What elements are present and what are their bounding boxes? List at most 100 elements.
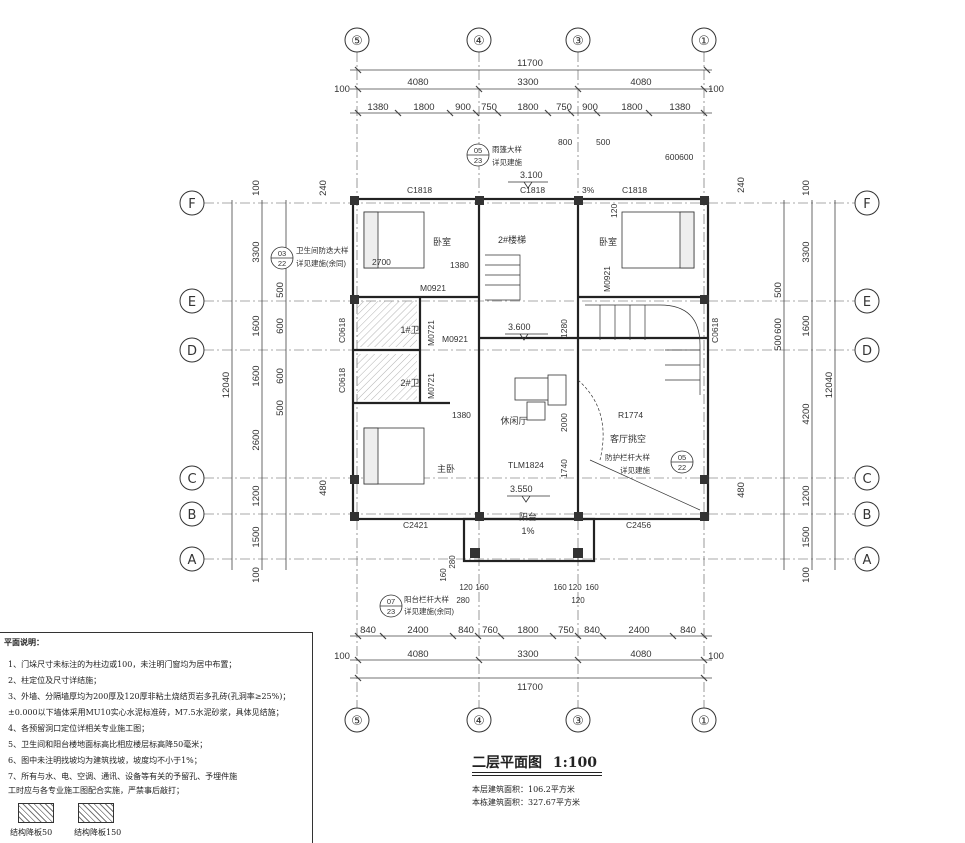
area-floor: 本层建筑面积：106.2平方米 bbox=[472, 785, 575, 794]
drawing-title-block: 二层平面图 1:100 本层建筑面积：106.2平方米 本栋建筑面积：327.6… bbox=[472, 752, 632, 812]
notes-item-7b: 工时应与各专业施工图配合实施，严禁事后敲打； bbox=[8, 786, 184, 795]
dim-bottom-d6: 840 bbox=[584, 625, 600, 636]
label-dim-600600: 600600 bbox=[665, 152, 694, 162]
dim-right-bay-0: 3300 bbox=[801, 241, 812, 262]
level-balcony: 3.550 bbox=[510, 484, 533, 494]
axis-label-3-bottom: ③ bbox=[572, 714, 584, 729]
label-dim-2000: 2000 bbox=[559, 413, 569, 432]
dim-right-d1: 600 bbox=[773, 318, 784, 334]
balcony-dim-8: 120 bbox=[571, 596, 585, 605]
dim-top-d5: 750 bbox=[556, 102, 572, 113]
dim-bottom-bay-left: 4080 bbox=[407, 649, 428, 660]
axis-label-5-bottom: ⑤ bbox=[351, 714, 363, 729]
label-dim-800: 800 bbox=[558, 137, 572, 147]
dim-left-d2: 600 bbox=[275, 368, 286, 384]
legend-label-drop150: 结构降板150 bbox=[74, 828, 122, 837]
label-window-top-right: C1818 bbox=[622, 185, 647, 195]
drawing-title: 二层平面图 bbox=[472, 755, 542, 771]
axis-label-F-right: F bbox=[863, 197, 870, 212]
room-bath1: 1#卫 bbox=[400, 325, 419, 335]
dim-bottom-bay-mid: 3300 bbox=[517, 649, 538, 660]
detail-ref-1-bottom: 23 bbox=[474, 156, 482, 165]
dim-right-wall-240: 240 bbox=[736, 177, 747, 193]
room-balcony-slope: 1% bbox=[521, 526, 534, 536]
room-bedroom-left: 卧室 bbox=[433, 236, 451, 247]
dim-right-edge-bottom: 100 bbox=[801, 567, 812, 583]
room-leisure-hall: 休闲厅 bbox=[500, 415, 527, 426]
notes-item-6: 6、图中未注明找坡均为建筑找坡，坡度均不小于1%； bbox=[8, 756, 202, 765]
label-door-5: M0721 bbox=[426, 373, 436, 399]
label-window-right: C0618 bbox=[710, 318, 720, 343]
dim-top-bay-mid: 3300 bbox=[517, 77, 538, 88]
axis-label-B-right: B bbox=[863, 508, 872, 523]
notes-item-3: 3、外墙、分隔墙厚均为200厚及120厚非粘土烧结页岩多孔砖(孔洞率≥25%)； bbox=[8, 692, 291, 701]
legend-swatch-drop150 bbox=[78, 803, 114, 823]
balcony-dim-5: 120 bbox=[568, 583, 582, 592]
dim-top-d0: 1380 bbox=[367, 102, 388, 113]
dim-bottom-d2: 840 bbox=[458, 625, 474, 636]
detail-ref-1-top: 05 bbox=[474, 146, 482, 155]
dim-left-bay-4: 1200 bbox=[251, 485, 262, 506]
balcony-dim-2: 120 bbox=[459, 583, 473, 592]
label-dim-120: 120 bbox=[609, 204, 619, 218]
axis-label-E-left: E bbox=[188, 295, 196, 310]
detail-ref-0-note: 卫生间防迭大样 bbox=[296, 245, 349, 255]
dim-left-edge-top: 100 bbox=[251, 180, 262, 196]
axis-label-C-left: C bbox=[187, 472, 196, 487]
dim-top-d7: 1800 bbox=[621, 102, 642, 113]
detail-ref-1-note: 雨篷大样 bbox=[492, 144, 522, 154]
dim-left-bay-3: 2600 bbox=[251, 429, 262, 450]
dim-bottom-d3: 760 bbox=[482, 625, 498, 636]
dim-bottom-d8: 840 bbox=[680, 625, 696, 636]
label-dim-1280: 1280 bbox=[559, 319, 569, 338]
dim-bottom-d1: 2400 bbox=[407, 625, 428, 636]
legend-swatch-drop50 bbox=[18, 803, 54, 823]
axis-label-C-right: C bbox=[862, 472, 871, 487]
balcony-dim-0: 280 bbox=[448, 555, 457, 569]
dim-left-bay-1: 1600 bbox=[251, 315, 262, 336]
label-door-4: M0721 bbox=[426, 320, 436, 346]
balcony-dim-6: 160 bbox=[585, 583, 599, 592]
dim-left-wall-240: 240 bbox=[318, 180, 329, 196]
label-door-1: M0921 bbox=[420, 283, 446, 293]
label-dim-3pct: 3% bbox=[582, 185, 595, 195]
dim-right-bay-4: 1500 bbox=[801, 526, 812, 547]
balcony-dim-3: 160 bbox=[475, 583, 489, 592]
dim-right-d0: 500 bbox=[773, 282, 784, 298]
label-window-top-left: C1818 bbox=[407, 185, 432, 195]
axis-label-4-top: ④ bbox=[473, 34, 485, 49]
dim-top-d8: 1380 bbox=[669, 102, 690, 113]
balcony-dim-1: 160 bbox=[439, 568, 448, 582]
dim-left-wall-480: 480 bbox=[318, 480, 329, 496]
notes-title: 平面说明： bbox=[4, 637, 44, 647]
dim-left-bay-0: 3300 bbox=[251, 241, 262, 262]
axis-label-E-right: E bbox=[863, 295, 871, 310]
dim-left-total: 12040 bbox=[221, 372, 232, 398]
label-window-bath1: C0618 bbox=[337, 318, 347, 343]
dim-bottom-edge-right: 100 bbox=[708, 651, 724, 662]
detail-ref-1-note2: 详见建施 bbox=[492, 157, 522, 167]
legend-label-drop50: 结构降板50 bbox=[10, 828, 53, 837]
detail-ref-2-note: 防护栏杆大样 bbox=[605, 452, 650, 462]
label-door-2: M0921 bbox=[442, 334, 468, 344]
dim-bottom-d7: 2400 bbox=[628, 625, 649, 636]
label-dim-1380a: 1380 bbox=[450, 260, 469, 270]
dim-right-wall-480: 480 bbox=[736, 482, 747, 498]
dim-bottom-bay-right: 4080 bbox=[630, 649, 651, 660]
axis-label-D-right: D bbox=[862, 344, 872, 359]
detail-ref-2-top: 05 bbox=[678, 453, 686, 462]
dim-bottom-d4: 1800 bbox=[517, 625, 538, 636]
axis-label-A-right: A bbox=[863, 553, 872, 568]
axis-label-F-left: F bbox=[188, 197, 195, 212]
room-bath2: 2#卫 bbox=[400, 378, 419, 388]
room-balcony: 阳台 bbox=[519, 511, 537, 522]
axis-label-4-bottom: ④ bbox=[473, 714, 485, 729]
room-bedroom-right: 卧室 bbox=[599, 236, 617, 247]
axis-label-D-left: D bbox=[187, 344, 197, 359]
notes-item-1: 1、门垛尺寸未标注的为柱边或100，未注明门窗均为居中布置； bbox=[8, 660, 237, 669]
dim-right-edge-top: 100 bbox=[801, 180, 812, 196]
dim-top-d1: 1800 bbox=[413, 102, 434, 113]
detail-ref-3-top: 07 bbox=[387, 597, 395, 606]
level-floor: 3.600 bbox=[508, 322, 531, 332]
